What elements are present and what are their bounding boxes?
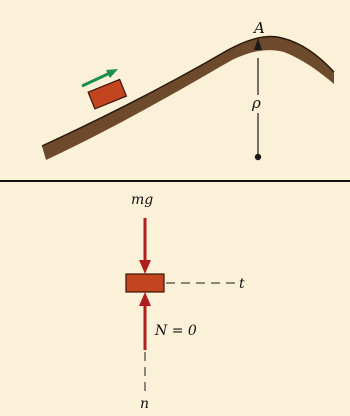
normal-axis-label: n — [140, 396, 149, 412]
radius-label: ρ — [251, 94, 261, 112]
hill-surface-edge — [41, 35, 335, 147]
normal-force-label: N = 0 — [154, 323, 197, 339]
radius-of-curvature — [254, 38, 262, 161]
normal-force-arrow — [139, 292, 151, 350]
center-of-curvature-dot — [254, 153, 262, 161]
point-a-label: A — [252, 19, 265, 37]
tangent-axis-label: t — [239, 276, 245, 292]
hill-slope — [42, 36, 334, 160]
velocity-arrow — [81, 69, 118, 88]
hill-scene: A ρ — [41, 19, 335, 161]
block-on-slope — [87, 78, 128, 110]
free-body-block — [125, 273, 165, 293]
weight-label: mg — [131, 192, 153, 208]
free-body-diagram: mg t N = 0 n — [125, 192, 245, 412]
weight-arrow — [139, 218, 151, 274]
